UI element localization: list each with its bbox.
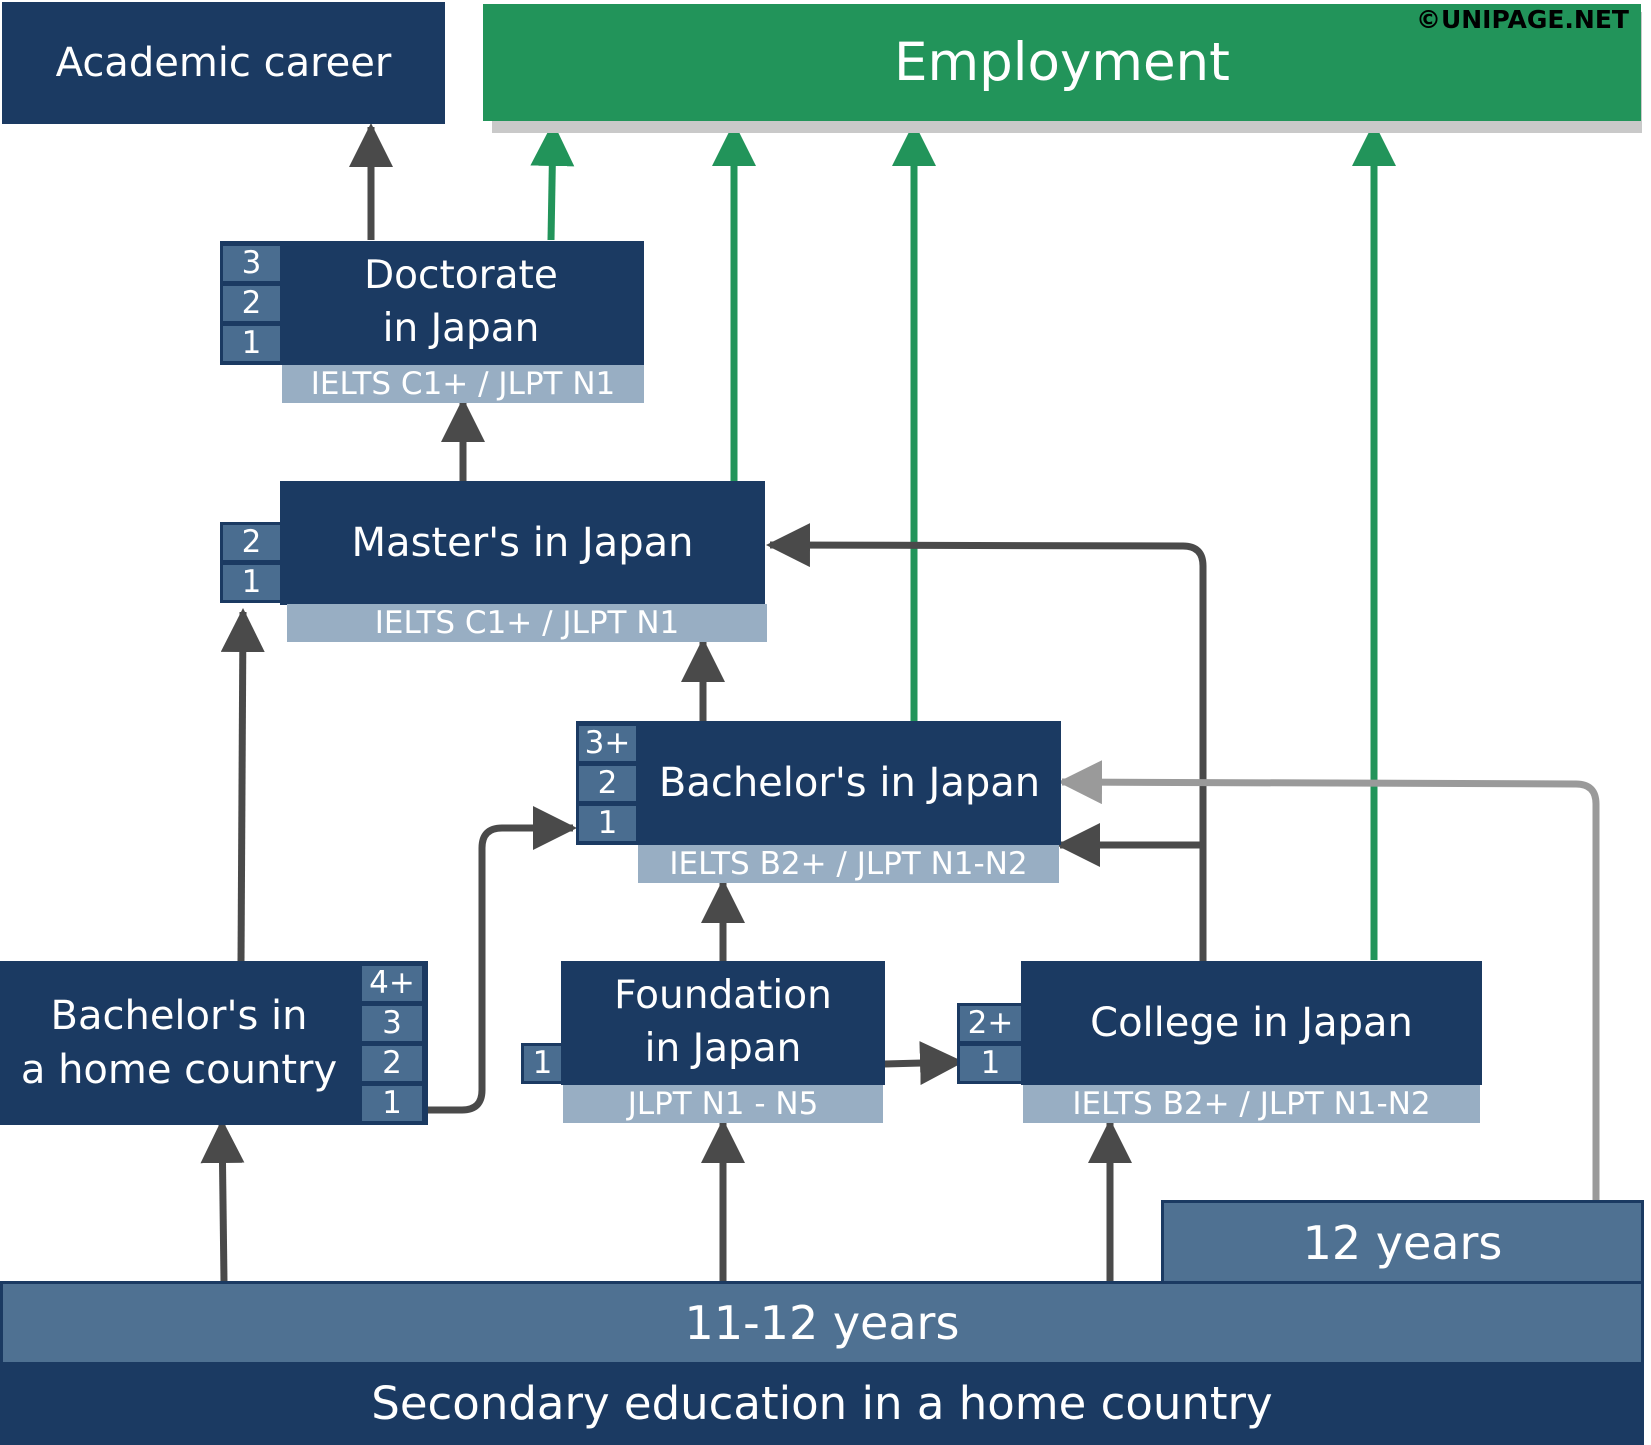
bachelor-japan-year-3plus: 3+ [576, 723, 639, 764]
progression-arrows [200, 123, 1207, 1283]
foundation-line1: Foundation [614, 973, 832, 1019]
doctorate-box: Doctorate in Japan [220, 241, 644, 365]
bachelor-home-year-2: 2 [359, 1043, 425, 1084]
college-year-1: 1 [957, 1043, 1024, 1084]
secondary-education-label: Secondary education in a home country [371, 1377, 1273, 1431]
foundation-year-1: 1 [521, 1043, 564, 1084]
doctorate-year-2: 2 [220, 283, 283, 324]
bachelor-japan-requirement: IELTS B2+ / JLPT N1-N2 [638, 845, 1059, 883]
doctorate-requirement: IELTS C1+ / JLPT N1 [282, 365, 644, 403]
years-12-label: 12 years [1302, 1216, 1503, 1270]
arrow-12-years-to-bachelor-japan [1058, 760, 1600, 1202]
academic-career-box: Academic career [2, 2, 445, 124]
employment-label: Employment [894, 31, 1230, 93]
masters-box: Master's in Japan [280, 481, 765, 605]
doctorate-year-3: 3 [220, 243, 283, 284]
college-year-2plus: 2+ [957, 1003, 1024, 1044]
foundation-box: Foundation in Japan [561, 961, 885, 1085]
bachelor-japan-box: Bachelor's in Japan [576, 721, 1061, 845]
doctorate-line2: in Japan [382, 306, 540, 351]
bachelor-home-line2: a home country [20, 1047, 338, 1093]
arrow-college-to-masters [766, 523, 1207, 962]
college-box: College in Japan [1021, 961, 1482, 1085]
arrow-secondary-to-bachelor-home [200, 1119, 245, 1283]
bachelor-japan-year-2: 2 [576, 763, 639, 804]
foundation-line2: in Japan [644, 1026, 802, 1071]
secondary-education-box: Secondary education in a home country [0, 1364, 1644, 1445]
academic-career-label: Academic career [55, 40, 392, 86]
bachelor-home-year-1: 1 [359, 1083, 425, 1124]
masters-year-1: 1 [220, 562, 283, 603]
employment-arrows [530, 122, 1396, 960]
bachelor-home-year-4plus: 4+ [359, 963, 425, 1004]
bachelor-home-line1: Bachelor's in [50, 993, 308, 1039]
arrow-doctorate-to-employment [530, 122, 575, 241]
masters-label: Master's in Japan [351, 520, 694, 566]
bachelor-home-year-3: 3 [359, 1003, 425, 1044]
doctorate-year-1: 1 [220, 323, 283, 364]
bachelor-home-box: Bachelor's in a home country [0, 961, 428, 1125]
foundation-requirement: JLPT N1 - N5 [563, 1085, 883, 1123]
arrow-bachelor-home-to-bachelor-japan [428, 806, 577, 1114]
masters-requirement: IELTS C1+ / JLPT N1 [287, 604, 767, 642]
arrow-bachelor-home-to-masters [220, 608, 265, 963]
employment-box: Employment [483, 4, 1641, 121]
doctorate-line1: Doctorate [364, 253, 558, 299]
years-11-12-band: 11-12 years [0, 1281, 1644, 1365]
masters-year-2: 2 [220, 522, 283, 563]
college-label: College in Japan [1090, 1000, 1413, 1046]
years-11-12-label: 11-12 years [684, 1296, 960, 1350]
college-requirement: IELTS B2+ / JLPT N1-N2 [1023, 1085, 1480, 1123]
years-12-band: 12 years [1161, 1200, 1644, 1286]
watermark: ©UNIPAGE.NET [1415, 5, 1629, 34]
bachelor-japan-label: Bachelor's in Japan [658, 760, 1041, 806]
arrow-foundation-to-college [883, 1041, 964, 1086]
bachelor-japan-year-1: 1 [576, 803, 639, 844]
